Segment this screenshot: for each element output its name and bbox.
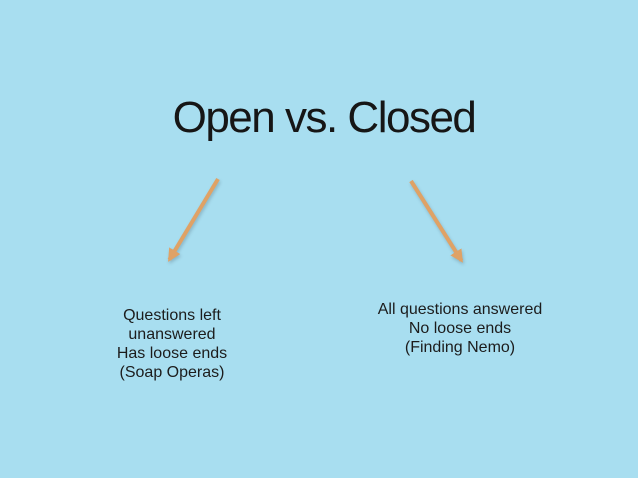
text-line: Questions left xyxy=(123,307,221,324)
text-line: Has loose ends xyxy=(116,345,228,362)
open-description-block: Questions left unanswered Has loose ends… xyxy=(52,306,292,382)
text-line: (Finding Nemo) xyxy=(404,339,516,356)
text-line: All questions answered xyxy=(377,301,543,318)
slide-title: Open vs. Closed xyxy=(172,93,477,142)
left-arrow xyxy=(167,177,220,262)
right-arrow xyxy=(409,179,464,263)
text-line: No loose ends xyxy=(408,320,512,337)
text-line: unanswered xyxy=(128,326,216,343)
text-line: (Soap Operas) xyxy=(119,364,225,381)
closed-description-block: All questions answered No loose ends (Fi… xyxy=(340,300,580,357)
